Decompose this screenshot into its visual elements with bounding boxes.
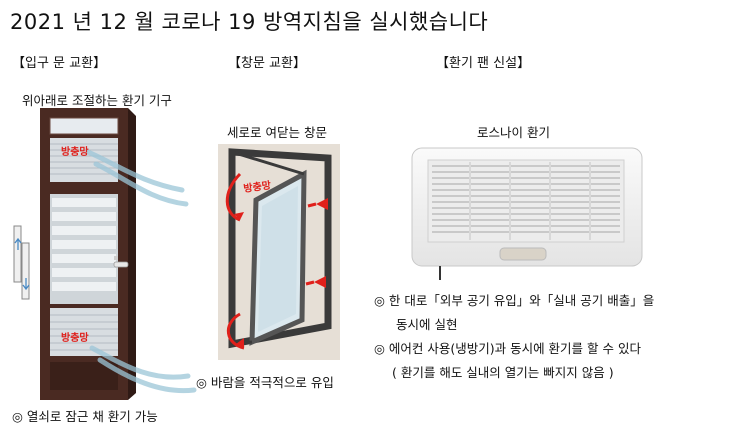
fan-note-4: ( 환기를 해도 실내의 열기는 빠지지 않음 ): [392, 365, 614, 380]
door-illustration: 방충망 방충망: [13, 108, 197, 400]
section-heading-window: 【창문 교환】: [228, 56, 306, 71]
section-heading-fan: 【환기 팬 신설】: [436, 56, 531, 71]
window-note: ◎ 바람을 적극적으로 유입: [196, 375, 334, 390]
screen-label-bottom: 방충망: [61, 331, 89, 344]
fan-illustration: [411, 147, 643, 280]
fan-note-1: ◎ 한 대로「외부 공기 유입」와「실내 공기 배출」을: [374, 293, 655, 308]
page-title: 2021 년 12 월 코로나 19 방역지침을 실시했습니다: [10, 10, 489, 34]
fan-caption: 로스나이 환기: [477, 125, 550, 140]
fan-note-3: ◎ 에어컨 사용(냉방기)과 동시에 환기를 할 수 있다: [374, 341, 641, 356]
screen-label-window: 방충망: [243, 178, 273, 195]
section-heading-door: 【입구 문 교환】: [12, 56, 107, 71]
window-illustration: 방충망: [218, 144, 340, 360]
screen-label-top: 방충망: [61, 145, 89, 158]
vent-slider-icon: [13, 225, 30, 300]
window-caption: 세로로 여닫는 창문: [227, 125, 327, 140]
door-caption: 위아래로 조절하는 환기 기구: [22, 93, 172, 108]
fan-note-2: 동시에 실현: [396, 317, 458, 332]
door-note: ◎ 열쇠로 잠근 채 환기 가능: [12, 409, 158, 424]
